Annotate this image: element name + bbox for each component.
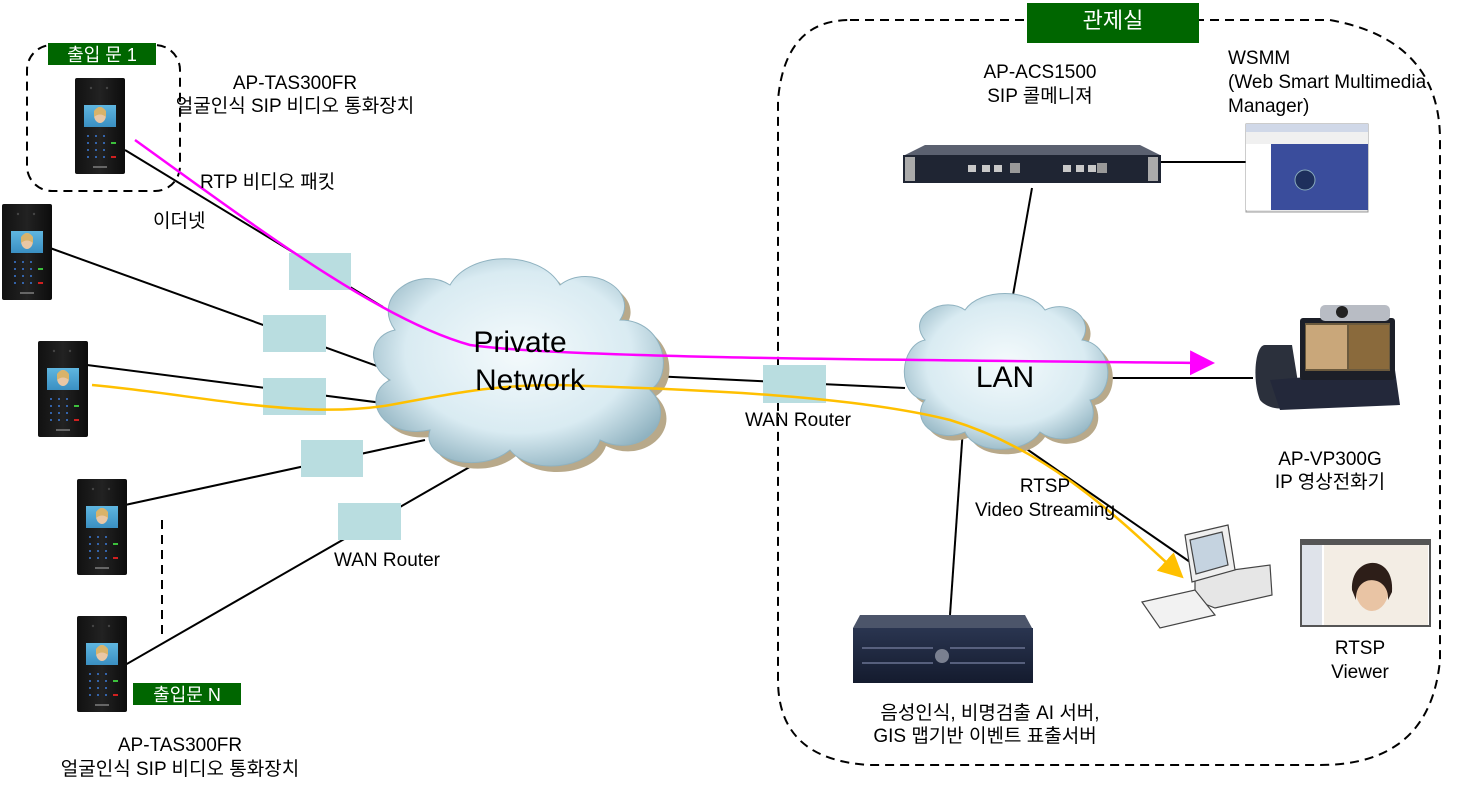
rtsp-viewer-screenshot — [1300, 539, 1431, 627]
wsmm-label-2: (Web Smart Multimedia — [1228, 72, 1427, 93]
call-manager-device — [903, 145, 1161, 183]
control-room-zone — [777, 19, 1441, 766]
private-network-label-2: Network — [474, 364, 586, 397]
router-box — [301, 440, 363, 477]
video-phone-desc: IP 영상전화기 — [1274, 472, 1386, 493]
doorN-badge: 출입문 N — [133, 683, 241, 705]
door-terminal-top-desc: 얼굴인식 SIP 비디오 통화장치 — [175, 96, 415, 117]
door-terminal-2 — [2, 204, 52, 300]
rtp-video-path — [134, 138, 1215, 376]
video-phone-model: AP-VP300G — [1278, 449, 1382, 470]
pc-workstation — [1141, 524, 1273, 629]
door-terminal-n — [77, 616, 127, 712]
call-manager-desc: SIP 콜메니져 — [987, 86, 1093, 107]
router-box — [263, 315, 326, 352]
door1-badge: 출입 문 1 — [48, 43, 156, 65]
door-terminal-bottom-desc: 얼굴인식 SIP 비디오 통화장치 — [60, 759, 300, 780]
private-network-cloud — [373, 258, 670, 473]
rtsp-stream-path — [91, 383, 1184, 579]
wsmm-label-3: Manager) — [1228, 96, 1310, 117]
rtsp-viewer-label-1: RTSP — [1334, 638, 1386, 659]
ai-server-label-2: GIS 맵기반 이벤트 표출서버 — [873, 726, 1097, 747]
wan-router-left-label: WAN Router — [334, 550, 440, 571]
rtsp-viewer-label-2: Viewer — [1331, 662, 1389, 683]
rtp-packet-label: RTP 비디오 패킷 — [200, 172, 336, 193]
video-phone-device — [1255, 305, 1400, 410]
door-terminal-3 — [38, 341, 88, 437]
door-terminal-top-model: AP-TAS300FR — [232, 73, 358, 94]
wsmm-screenshot — [1245, 123, 1369, 213]
ai-server-label-1: 음성인식, 비명검출 AI 서버, — [880, 703, 1100, 724]
router-boxes — [263, 253, 826, 540]
call-manager-model: AP-ACS1500 — [983, 62, 1097, 83]
cables — [49, 149, 1253, 666]
wsmm-label-1: WSMM — [1228, 48, 1291, 69]
lan-cloud — [903, 293, 1113, 455]
router-box — [338, 503, 401, 540]
control-room-badge: 관제실 — [1027, 3, 1199, 43]
door-terminal-4 — [77, 479, 127, 575]
rtsp-stream-label-1: RTSP — [1019, 476, 1071, 497]
ethernet-label: 이더넷 — [153, 211, 206, 232]
ai-gis-server-device — [853, 615, 1033, 683]
door-terminal-1 — [75, 78, 125, 174]
private-network-label-1: Private — [473, 326, 567, 359]
wan-router-center-label: WAN Router — [745, 410, 851, 431]
lan-label: LAN — [975, 361, 1035, 394]
rtsp-stream-label-2: Video Streaming — [974, 500, 1116, 521]
door-terminal-bottom-model: AP-TAS300FR — [117, 735, 243, 756]
